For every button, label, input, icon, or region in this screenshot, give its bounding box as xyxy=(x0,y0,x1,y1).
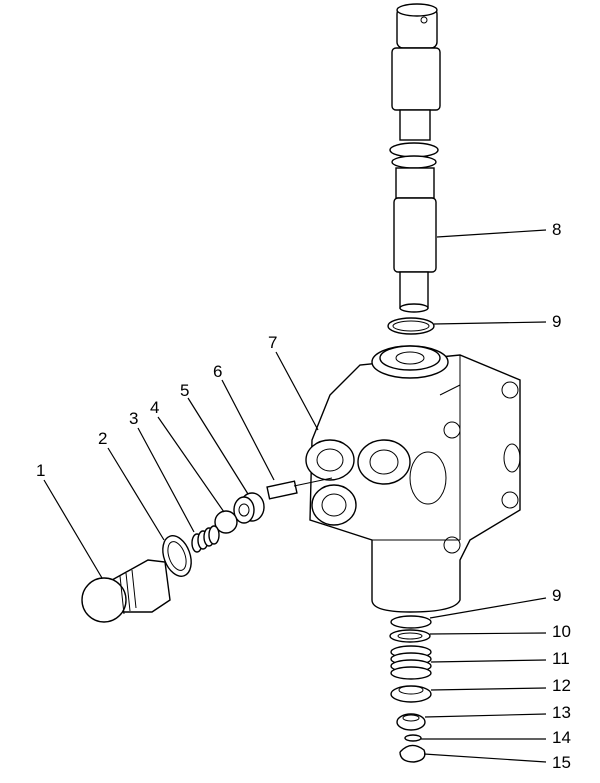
spool-part xyxy=(389,3,441,313)
snap-ring xyxy=(399,744,426,763)
callout-8: 8 xyxy=(552,220,561,239)
callout-11: 11 xyxy=(552,649,570,668)
spring-cup xyxy=(390,685,432,703)
callout-14: 14 xyxy=(552,728,571,747)
callout-1: 1 xyxy=(36,461,45,480)
callout-7: 7 xyxy=(268,333,277,352)
o-ring-upper xyxy=(387,317,435,335)
o-ring-lower xyxy=(390,615,432,629)
callout-13: 13 xyxy=(552,703,571,722)
o-ring-plug xyxy=(162,535,192,577)
seat xyxy=(233,492,265,524)
callout-5: 5 xyxy=(180,381,189,400)
callout-4: 4 xyxy=(150,398,159,417)
plug xyxy=(81,559,171,623)
callout-9-lower: 9 xyxy=(552,586,561,605)
large-spring xyxy=(390,645,432,680)
leader-lines xyxy=(43,229,547,763)
callout-10: 10 xyxy=(552,622,571,641)
retainer xyxy=(396,713,426,731)
callout-2: 2 xyxy=(98,429,107,448)
callout-6: 6 xyxy=(213,362,222,381)
callout-15: 15 xyxy=(552,753,571,772)
callout-12: 12 xyxy=(552,676,571,695)
ball xyxy=(214,510,238,534)
small-spring xyxy=(191,525,220,553)
washer xyxy=(389,629,431,643)
poppet-pin xyxy=(266,477,333,500)
valve-body xyxy=(305,345,521,613)
snap-washer xyxy=(404,734,422,742)
callout-3: 3 xyxy=(129,409,138,428)
callout-9-upper: 9 xyxy=(552,312,561,331)
